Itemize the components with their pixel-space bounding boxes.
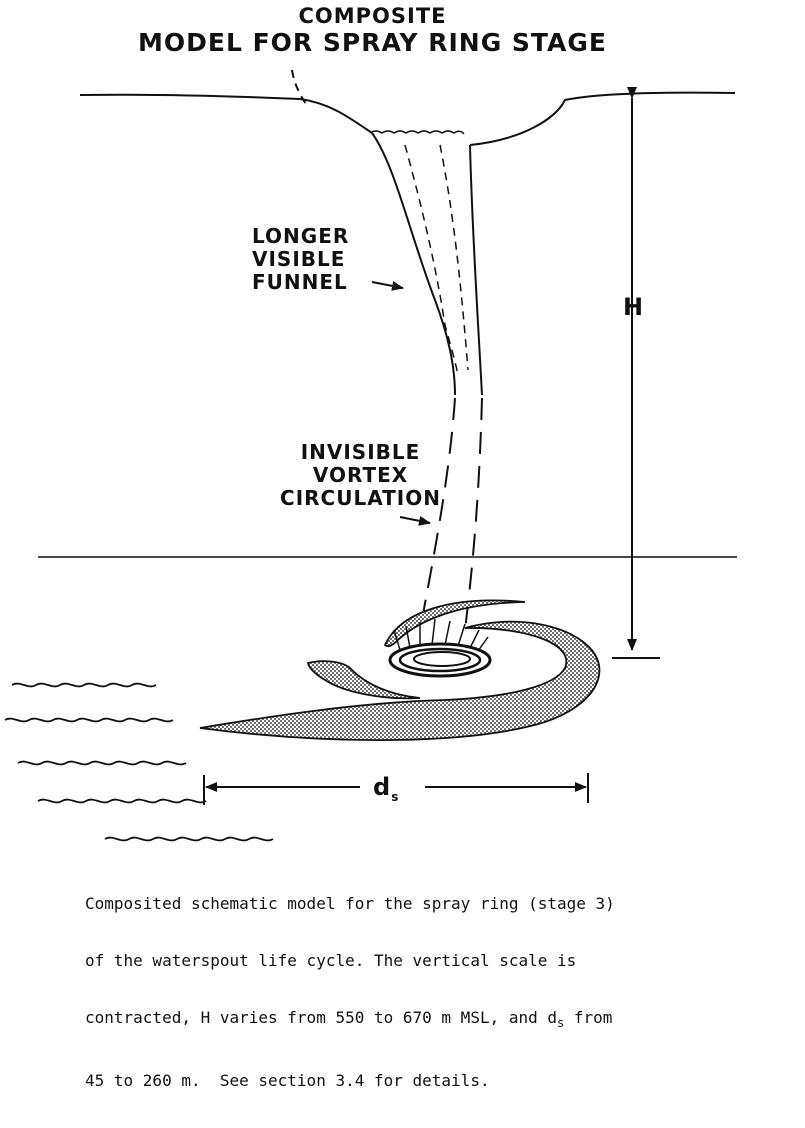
caption-line-3-subscript: s [557,1016,565,1031]
funnel-label-line-1: LONGER [252,224,350,248]
funnel-label: LONGER VISIBLE FUNNEL [252,225,349,294]
vortex-pointer-arrow [399,515,431,526]
funnel-pointer-arrow [371,281,404,291]
cloud-base-line [79,93,373,134]
vortex-label-line-3: CIRCULATION [280,486,441,510]
title-line-1: COMPOSITE [298,4,447,28]
diameter-label-subscript: s [391,789,400,804]
caption-line-3-end: from [564,1008,613,1027]
upper-dashed-line [291,69,307,105]
vortex-swirl-inner [413,651,471,667]
vortex-label-line-2: VORTEX [312,463,409,487]
invisible-vortex-right [464,397,483,631]
funnel-label-line-2: VISIBLE [252,247,346,271]
spray-band-outer [199,620,601,741]
vortex-label: INVISIBLE VORTEX CIRCULATION [268,441,453,510]
wave-4 [37,798,207,804]
vortex-swirl-outer [388,642,492,678]
vortex-spray-tufts [393,618,489,652]
spray-band-left [306,660,421,700]
wave-5 [104,836,274,842]
caption-line-4: 45 to 260 m. See section 3.4 for details… [85,1071,490,1091]
spray-band-upper [383,599,526,648]
diagram: COMPOSITE MODEL FOR SPRAY RING STAGE [4,4,737,1090]
funnel-top-scallops [369,130,465,135]
wave-3 [17,760,187,766]
vortex-label-line-1: INVISIBLE [300,440,421,464]
height-label: H [623,293,645,321]
wave-1 [11,682,157,688]
schematic-drawing [4,69,737,842]
wave-2 [4,717,174,723]
funnel-label-line-3: FUNNEL [252,270,348,294]
cloud-base-line-right [469,91,736,146]
caption-line-3-start: contracted, H varies from 550 to 670 m M… [85,1008,558,1027]
figure-caption: Composited schematic model for the spray… [85,856,785,1128]
diameter-label-base: d [373,773,392,801]
caption-line-1: Composited schematic model for the spray… [85,894,615,913]
caption-line-3: contracted, H varies from 550 to 670 m M… [85,1008,785,1033]
visible-funnel-right [469,144,483,396]
visible-funnel-left [371,132,456,396]
vortex-swirl-mid [398,647,482,673]
diameter-label: ds [373,773,400,809]
caption-line-2: of the waterspout life cycle. The vertic… [85,951,577,970]
funnel-inner-dash-2 [439,144,469,371]
funnel-inner-dash-1 [404,144,459,376]
title-line-2: MODEL FOR SPRAY RING STAGE [138,28,607,57]
invisible-vortex-left [419,397,456,631]
